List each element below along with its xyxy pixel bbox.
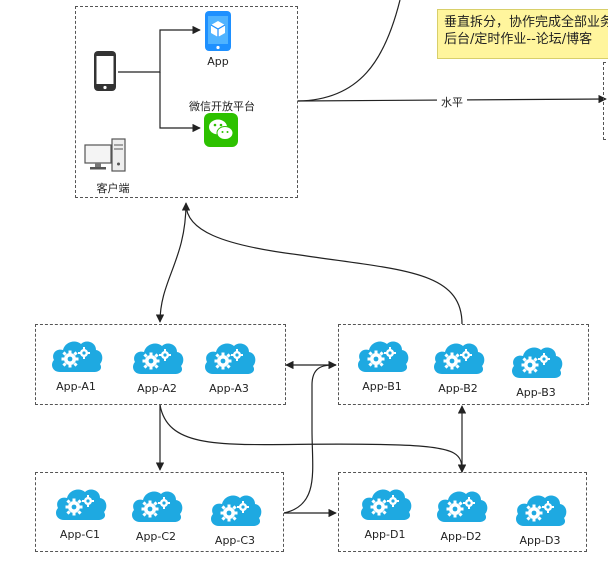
connector-a2-d2: [159, 404, 467, 473]
cloud-gear-icon: [358, 341, 409, 372]
node-app-d3[interactable]: App-D3: [508, 488, 572, 547]
cloud-gear-icon: [512, 347, 563, 378]
cloud-gear-icon: [52, 341, 103, 372]
node-label: App-B1: [362, 380, 402, 393]
cloud-gear-icon: [516, 495, 567, 526]
cluster-c: [35, 472, 284, 552]
app-label: App: [207, 55, 229, 68]
cluster-a: [35, 324, 286, 405]
app-icon: [204, 10, 232, 56]
node-app-d1[interactable]: App-D1: [353, 482, 417, 541]
cloud-gear-icon: [205, 343, 256, 374]
node-app-d2[interactable]: App-D2: [429, 484, 493, 543]
node-label: App-C2: [135, 530, 177, 543]
node-label: App-A1: [56, 380, 96, 393]
node-app-c1[interactable]: App-C1: [48, 482, 112, 541]
cloud-gear-icon: [56, 489, 107, 520]
node-label: App-D3: [519, 534, 561, 547]
connector-vertical-curve: [297, 0, 401, 102]
node-app-c2[interactable]: App-C2: [124, 484, 188, 543]
note-line-1: 垂直拆分，协作完成全部业务: [444, 15, 608, 30]
node-app-b2[interactable]: App-B2: [426, 336, 490, 395]
pc-label: 客户端: [96, 182, 130, 195]
connector-phone-app: [118, 25, 201, 73]
cloud-gear-icon: [132, 491, 183, 522]
node-app-c3[interactable]: App-C3: [203, 488, 267, 547]
wechat-label: 微信开放平台: [189, 100, 255, 113]
connector-b2-client: [185, 203, 463, 325]
connector-phone-wechat: [159, 72, 201, 133]
cluster-d: [338, 472, 587, 552]
node-app-a2[interactable]: App-A2: [125, 336, 189, 395]
phone-icon: [93, 50, 117, 96]
cloud-gear-icon: [361, 489, 412, 520]
node-app-a3[interactable]: App-A3: [197, 336, 261, 395]
node-app-b1[interactable]: App-B1: [350, 334, 414, 393]
note-box: 垂直拆分，协作完成全部业务 后台/定时作业--论坛/博客: [437, 9, 608, 59]
right-offscreen-box: [603, 62, 608, 140]
node-label: App-D2: [440, 530, 482, 543]
node-label: App-B3: [516, 386, 556, 399]
cloud-gear-icon: [434, 343, 485, 374]
cluster-b: [338, 324, 589, 405]
node-label: App-B2: [438, 382, 478, 395]
note-line-2: 后台/定时作业--论坛/博客: [444, 32, 593, 47]
node-label: App-A3: [209, 382, 249, 395]
node-label: App-A2: [137, 382, 177, 395]
connector-client-a2: [155, 202, 191, 323]
cloud-gear-icon: [211, 495, 262, 526]
wechat-icon: [204, 113, 238, 151]
client-group: [75, 6, 298, 198]
node-label: App-D1: [364, 528, 406, 541]
cloud-gear-icon: [133, 343, 184, 374]
node-app-a1[interactable]: App-A1: [44, 334, 108, 393]
connector-c-b: [283, 364, 337, 514]
node-label: App-C3: [214, 534, 256, 547]
node-label: App-C1: [59, 528, 101, 541]
cloud-gear-icon: [437, 491, 488, 522]
desktop-pc-icon: [84, 137, 128, 179]
edge-label-horizontal: 水平: [437, 94, 467, 110]
node-app-b3[interactable]: App-B3: [504, 340, 568, 399]
